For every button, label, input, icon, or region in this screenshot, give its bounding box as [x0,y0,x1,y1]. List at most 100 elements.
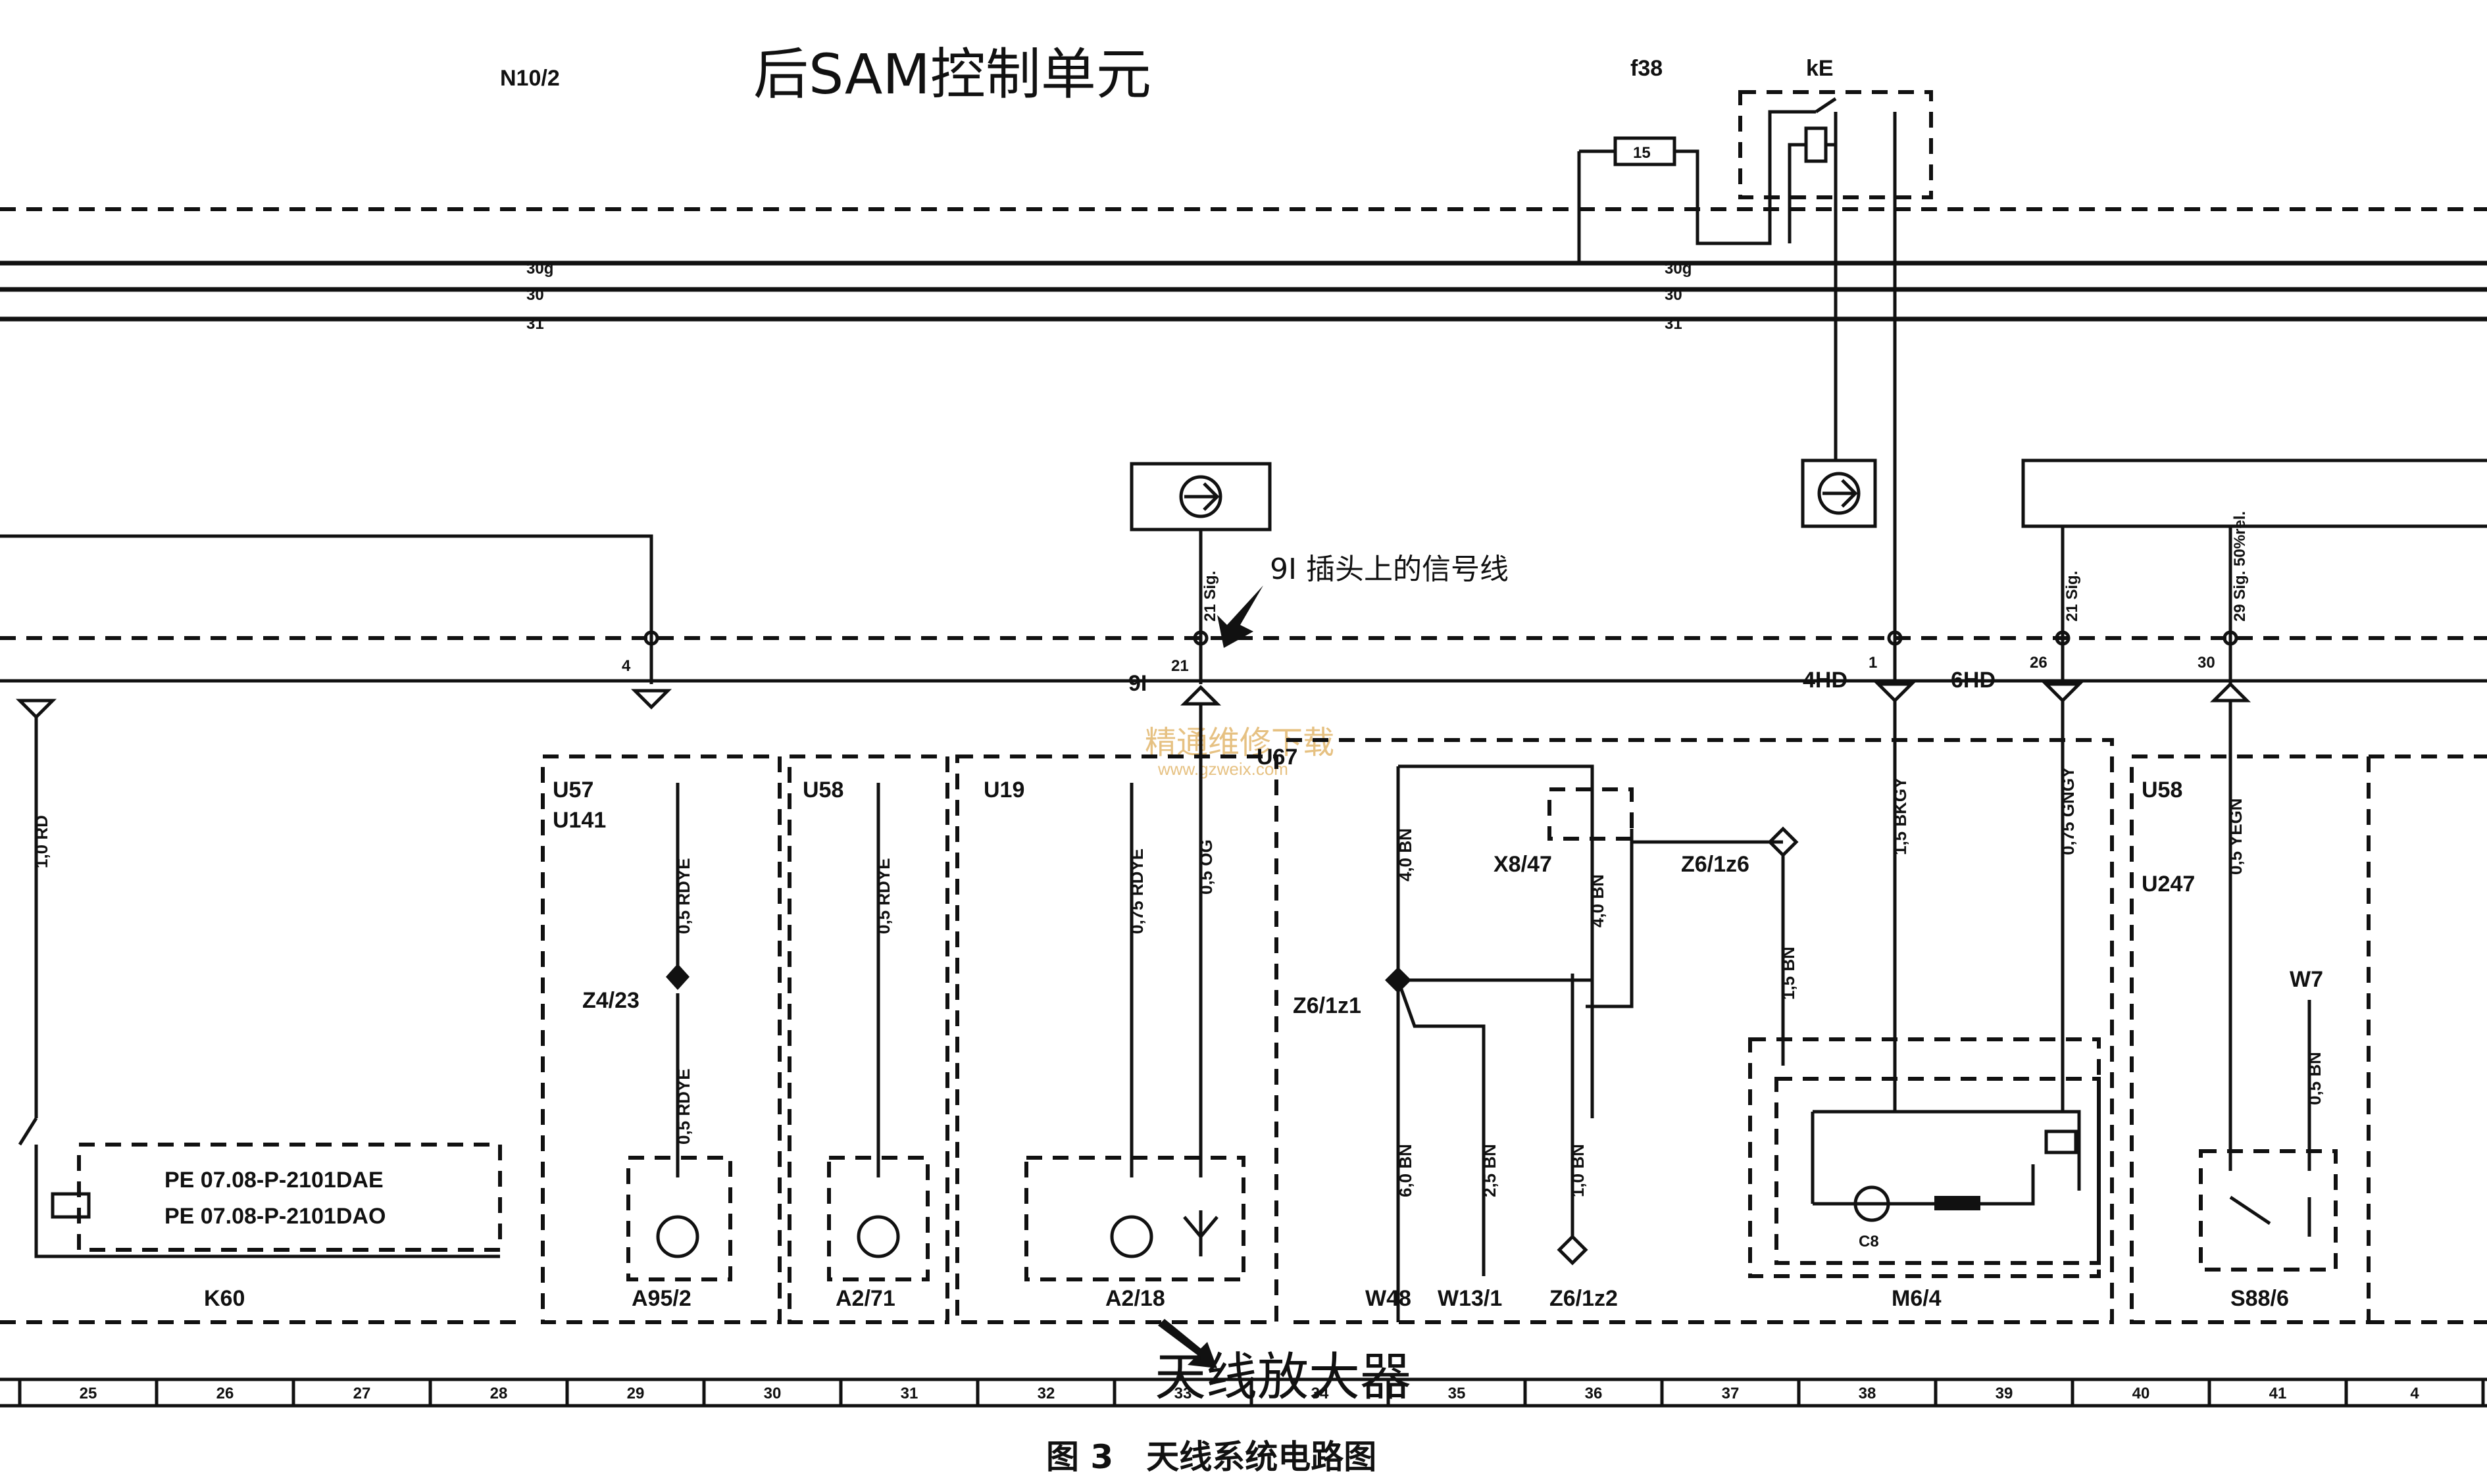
s886-box [2199,1149,2338,1272]
z61z2-point [1557,1234,1588,1266]
grid-number: 25 [80,1385,97,1402]
grid-number: 33 [1174,1385,1192,1402]
z61z1-label: Z6/1z1 [1293,993,1361,1018]
bn40b-label: 4,0 BN [1588,874,1607,928]
k60-pe2: PE 07.08-P-2101DAO [164,1204,386,1229]
sam-title: 后SAM控制单元 [753,42,1151,107]
a218-box [1024,1156,1245,1281]
z423-label: Z4/23 [582,988,640,1013]
k60-wiring [18,717,500,1258]
fuse-symbol [1613,136,1676,166]
connector-4hd: 4HD [1803,668,1847,693]
bus-label-30g-right: 30g [1665,260,1692,278]
bn10-label: 1,0 BN [1568,1144,1588,1197]
bus-label-30g-left: 30g [526,260,553,278]
w7-bn-label: 0,5 BN [2305,1052,2324,1105]
top-sig-label-2: 21 Sig. [2063,571,2081,622]
a952-wire-top: 0,5 RDYE [674,858,693,934]
grid-number: 30 [764,1385,782,1402]
m64-bkgy-label: 1,5 BKGY [1890,778,1910,856]
grid-number: 37 [1722,1385,1740,1402]
connector-9i: 9I [1128,671,1147,696]
bus-label-30-right: 30 [1665,286,1682,304]
w48-label: W48 [1365,1286,1411,1311]
a218-wiring [1130,704,1203,1177]
bn25-label: 2,5 BN [1480,1144,1499,1197]
a271-wire: 0,5 RDYE [874,858,893,934]
relay-code: kE [1806,56,1834,81]
z423-point [666,964,690,990]
grid-number: 39 [1996,1385,2013,1402]
sam-code: N10/2 [500,66,560,91]
grid-number: 4 [2410,1385,2419,1402]
a218-wire-1: 0,75 RDYE [1127,849,1147,934]
connector-1: 1 [1869,654,1877,672]
x847-box [1547,787,1634,841]
grid-number: 31 [901,1385,918,1402]
grid-number: 26 [216,1385,234,1402]
k60-label: K60 [204,1286,245,1311]
grid-number: 41 [2269,1385,2287,1402]
m64-wiring [1781,701,2081,1206]
s886-switch [2229,1195,2311,1237]
a952-box [626,1156,732,1281]
k60-wire-label: 1,0 RD [32,815,51,868]
k60-pe-box [77,1143,502,1252]
top-sig-label-3: 29 Sig. 50%rel. [2231,511,2249,622]
grid-number: 36 [1585,1385,1603,1402]
relay-wiring [1788,97,1897,421]
bus-label-31-left: 31 [526,315,544,333]
group-u58: U58 [803,778,843,803]
group-u247: U247 [2142,872,2195,897]
w7-label: W7 [2290,967,2323,992]
fuse-value: 15 [1633,144,1651,162]
module-box-right [2021,458,2487,528]
z61z2-label: Z6/1z2 [1549,1286,1618,1311]
group-u141: U141 [553,808,606,833]
signal-wire-callout: 9I 插头上的信号线 [1270,553,1509,586]
top-sig-label-1: 21 Sig. [1201,571,1219,622]
grid-number: 32 [1038,1385,1055,1402]
signal-icon-right-arrow [1822,479,1858,508]
grid-number: 28 [490,1385,508,1402]
connector-6hd: 6HD [1951,668,1996,693]
grid-number: 34 [1311,1385,1329,1402]
bn60-label: 6,0 BN [1395,1144,1415,1197]
m64-switch-box [2044,1129,2078,1154]
upper-wires [1199,421,2232,684]
group-u19: U19 [984,778,1024,803]
yegn-label: 0,5 YEGN [2226,798,2246,875]
relay-box [1738,90,1933,199]
fuse-wiring [1577,110,1816,263]
signal-icon-right [1817,472,1861,515]
ground-wiring [1396,764,1783,1322]
module-boxes [0,738,2487,1324]
k60-relay-box [51,1192,91,1219]
relay-coil [1804,126,1828,163]
connector-30: 30 [2198,654,2215,672]
a271-box [827,1156,930,1281]
s886-label: S88/6 [2230,1286,2289,1311]
m64-motor-label: C8 [1859,1233,1879,1250]
watermark-url: www.gzweix.com [1157,759,1288,779]
x847-label: X8/47 [1494,852,1552,877]
figure-caption: 图 3 天线系统电路图 [1046,1438,1376,1476]
m64-bn-label: 1,5 BN [1778,947,1798,1000]
a218-label: A2/18 [1105,1286,1165,1311]
bus-label-30-left: 30 [526,286,544,304]
a218-antenna-icon [1183,1210,1218,1256]
bn40a-label: 4,0 BN [1395,828,1415,881]
a218-wire-2: 0,5 OG [1196,839,1216,895]
grid-number: 38 [1859,1385,1876,1402]
group-u58b: U58 [2142,778,2182,803]
a952-wire-bot: 0,5 RDYE [674,1068,693,1145]
grid-number: 27 [353,1385,371,1402]
a271-icon [857,1215,900,1258]
a952-label: A95/2 [632,1286,691,1311]
m64-coil [1934,1196,1980,1210]
a952-icon [656,1215,699,1258]
fuse-code: f38 [1630,56,1663,81]
w131-label: W13/1 [1438,1286,1502,1311]
m64-gngy-label: 0,75 GNGY [2058,767,2078,855]
